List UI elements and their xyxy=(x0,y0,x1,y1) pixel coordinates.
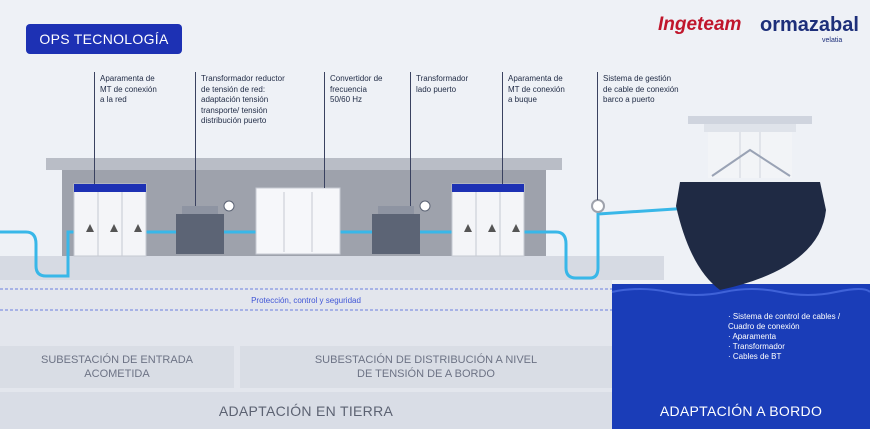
callout-switchgear-grid: Aparamenta de MT de conexión a la red xyxy=(100,74,157,104)
switchgear-grid-icon xyxy=(73,183,147,257)
footer-adaptacion-tierra: ADAPTACIÓN EN TIERRA xyxy=(0,392,612,429)
ground-platform xyxy=(0,256,664,280)
switchgear-ship-icon xyxy=(451,183,525,257)
frequency-converter-icon xyxy=(255,187,341,255)
callout-tick-3 xyxy=(324,72,325,188)
callout-cable-management: Sistema de gestión de cable de conexión … xyxy=(603,74,679,104)
callout-frequency-converter: Convertidor de frecuencia 50/60 Hz xyxy=(330,74,383,104)
callout-tick-6 xyxy=(597,72,598,200)
building-roof xyxy=(46,158,562,170)
band-right-panel xyxy=(240,346,612,388)
transformer-grid-icon xyxy=(176,200,235,254)
cable-reel-icon xyxy=(591,199,605,213)
footer-adaptacion-bordo: ADAPTACIÓN A BORDO xyxy=(612,392,870,429)
ingeteam-logo: Ingeteam xyxy=(658,14,742,35)
band-left-label: SUBESTACIÓN DE ENTRADA ACOMETIDA xyxy=(41,354,193,380)
callout-tick-2 xyxy=(195,72,196,206)
ormazabal-logo: ormazabal xyxy=(760,14,859,36)
band-left-panel xyxy=(0,346,234,388)
velatia-logo: velatia xyxy=(822,37,843,44)
transformer-port-icon xyxy=(372,200,431,254)
sea xyxy=(612,284,870,392)
callout-transformer-grid: Transformador reductor de tensión de red… xyxy=(201,74,285,125)
callout-tick-4 xyxy=(410,72,411,206)
callout-switchgear-ship: Aparamenta de MT de conexión a buque xyxy=(508,74,565,104)
band-right-label: SUBESTACIÓN DE DISTRIBUCIÓN A NIVEL DE T… xyxy=(314,354,538,380)
ops-tecnologia-badge: OPS TECNOLOGÍA xyxy=(26,24,182,54)
ship-icon xyxy=(676,116,826,290)
ship-components-list: · Sistema de control de cables / Cuadro … xyxy=(728,312,841,361)
power-cable xyxy=(0,206,691,280)
callout-tick-5 xyxy=(502,72,503,184)
sea-wave xyxy=(611,288,870,296)
callout-tick-1 xyxy=(94,72,95,184)
protection-label: Protección, control y seguridad xyxy=(251,296,361,305)
callout-transformer-port: Transformador lado puerto xyxy=(416,74,469,94)
